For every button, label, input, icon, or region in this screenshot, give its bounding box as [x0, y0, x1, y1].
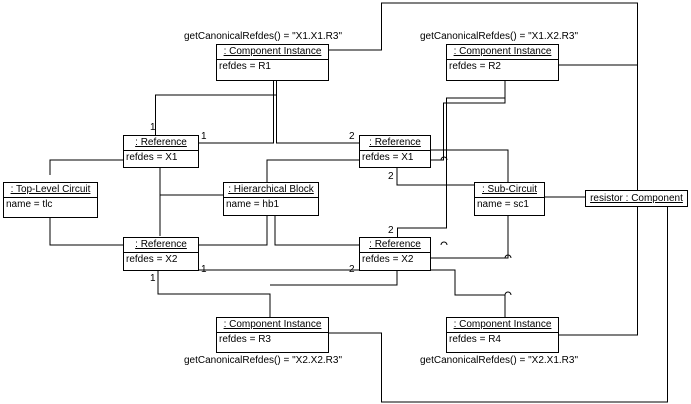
link-ref-x2-sc	[430, 215, 509, 259]
link-ci-r1-ref-left	[155, 80, 277, 135]
multiplicity-label: 2	[349, 264, 355, 275]
object-attribute: refdes = X2	[126, 254, 178, 265]
link-hb-ref-x2	[274, 215, 360, 246]
reference-x1-left[interactable]: : Reference refdes = X1	[123, 135, 199, 168]
multiplicity-label: 1	[201, 264, 207, 275]
object-attribute: name = tlc	[6, 199, 53, 210]
note-canonical-refdes-r4: getCanonicalRefdes() = "X2.X1.R3"	[420, 355, 579, 366]
reference-x2-right[interactable]: : Reference refdes = X2	[359, 237, 431, 271]
object-title: : Component Instance	[453, 46, 552, 57]
multiplicity-label: 1	[150, 273, 156, 284]
link-hb-ref-x1	[266, 159, 360, 183]
object-attribute: refdes = R3	[219, 334, 271, 345]
note-canonical-refdes-r2: getCanonicalRefdes() = "X1.X2.R3"	[420, 31, 579, 42]
link-tlc-ref-x1	[49, 159, 124, 175]
link-ci-r1-ref-x1-right	[276, 80, 360, 144]
multiplicity-label: 1	[150, 122, 156, 133]
multiplicity-label: 2	[388, 171, 394, 182]
object-title: : Sub-Circuit	[481, 184, 537, 195]
link-ref-x1-hb	[159, 167, 224, 196]
link-ci-r3-component	[328, 207, 668, 403]
object-attribute: name = sc1	[477, 199, 529, 210]
link-ci-r1-ref-x1	[198, 80, 274, 144]
object-attribute: refdes = R2	[449, 61, 501, 72]
object-title: resistor : Component	[590, 193, 683, 204]
object-title: : Hierarchical Block	[228, 184, 314, 195]
hop-2	[440, 241, 448, 246]
object-attribute: refdes = X1	[362, 152, 414, 163]
reference-x2-left[interactable]: : Reference refdes = X2	[123, 237, 199, 271]
link-ci-r2-ref-x2	[430, 80, 506, 161]
link-ref-x1-sc	[430, 149, 509, 185]
component-instance-r4[interactable]: : Component Instance refdes = R4	[446, 317, 559, 353]
link-ref-x1-sc-2	[396, 167, 475, 186]
multiplicity-label: 2	[349, 131, 355, 142]
object-title: : Reference	[135, 239, 187, 250]
note-canonical-refdes-r1: getCanonicalRefdes() = "X1.X1.R3"	[184, 31, 343, 42]
resistor-component[interactable]: resistor : Component	[585, 190, 688, 207]
link-ref-x2-hb	[198, 207, 268, 246]
hop-4	[504, 254, 512, 259]
object-attribute: refdes = R4	[449, 334, 501, 345]
hop-3	[504, 291, 512, 296]
object-title: : Component Instance	[223, 319, 322, 330]
object-title: : Reference	[135, 137, 187, 148]
object-attribute: refdes = X2	[362, 254, 414, 265]
link-ci-r4-component	[558, 207, 638, 336]
top-level-circuit[interactable]: : Top-Level Circuit name = tlc	[3, 182, 98, 218]
link-tlc-ref-x2	[49, 217, 124, 246]
object-attribute: refdes = X1	[126, 152, 178, 163]
component-instance-r3[interactable]: : Component Instance refdes = R3	[216, 317, 329, 353]
object-attribute: name = hb1	[226, 199, 280, 210]
sub-circuit[interactable]: : Sub-Circuit name = sc1	[474, 182, 545, 216]
hop-1	[440, 156, 448, 161]
object-title: : Reference	[369, 239, 421, 250]
link-ref-x2-right-ci-r4	[270, 270, 398, 286]
component-instance-r2[interactable]: : Component Instance refdes = R2	[446, 44, 559, 81]
reference-x1-right[interactable]: : Reference refdes = X1	[359, 135, 431, 168]
object-attribute: refdes = R1	[219, 61, 271, 72]
multiplicity-label: 2	[388, 225, 394, 236]
object-title: : Component Instance	[453, 319, 552, 330]
object-title: : Reference	[369, 137, 421, 148]
multiplicity-label: 1	[201, 131, 207, 142]
hierarchical-block[interactable]: : Hierarchical Block name = hb1	[223, 182, 319, 216]
component-instance-r1[interactable]: : Component Instance refdes = R1	[216, 44, 329, 81]
object-title: : Top-Level Circuit	[10, 184, 91, 195]
link-ref-x2-ci-r3	[157, 270, 271, 317]
object-title: : Component Instance	[223, 46, 322, 57]
note-canonical-refdes-r3: getCanonicalRefdes() = "X2.X2.R3"	[184, 355, 343, 366]
